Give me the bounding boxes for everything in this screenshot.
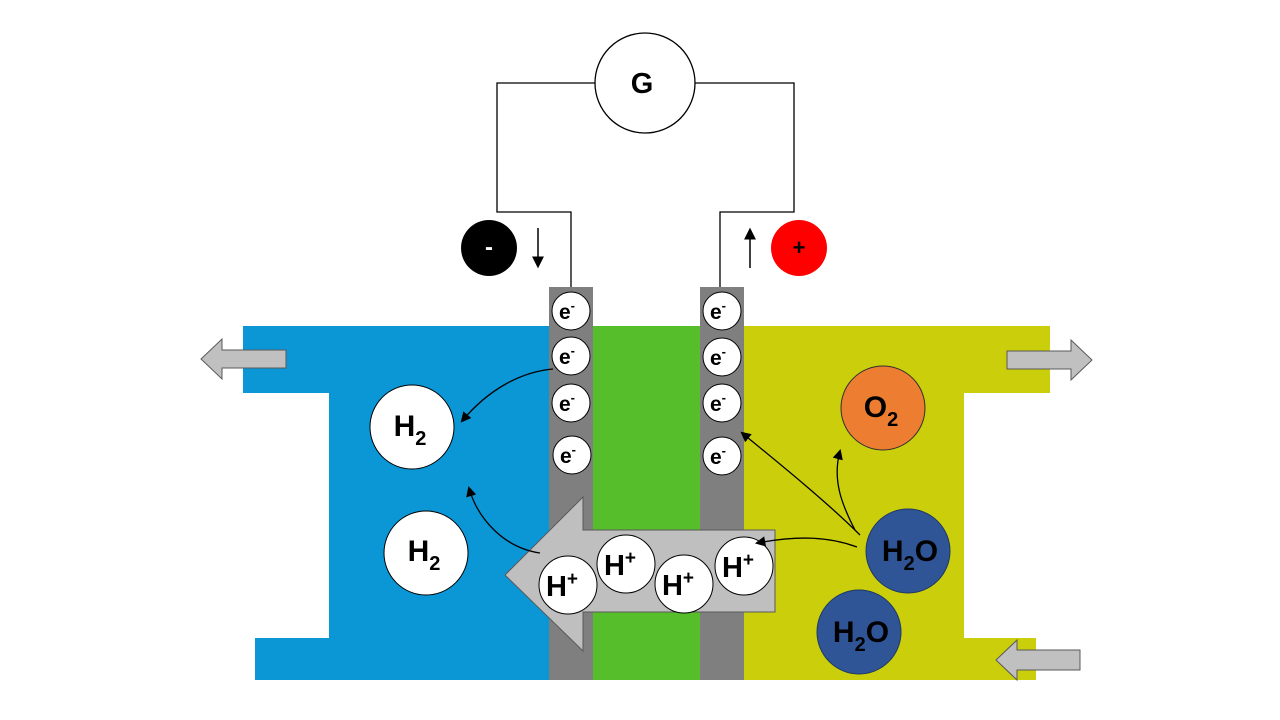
- water-inlet-arrow: [995, 638, 1081, 682]
- svg-text:e-: e-: [559, 343, 575, 369]
- svg-text:H2O: H2O: [882, 535, 938, 575]
- water-molecule: H2O: [816, 589, 902, 675]
- negative-terminal-circle: [461, 220, 517, 276]
- oxygen-outlet-arrow: [1006, 338, 1093, 382]
- positive-terminal: +: [771, 220, 827, 276]
- electron: e-: [551, 291, 591, 331]
- proton: H+: [538, 555, 598, 615]
- svg-text:e-: e-: [559, 390, 575, 416]
- svg-text:H+: H+: [662, 568, 694, 602]
- electron: e-: [702, 436, 742, 476]
- proton: H+: [596, 534, 656, 594]
- proton-to-hydrogen-arrow: [466, 485, 541, 554]
- galvanometer: G: [594, 32, 696, 134]
- cathode-chamber: [243, 326, 551, 680]
- svg-text:H+: H+: [546, 569, 578, 603]
- electron: e-: [702, 337, 742, 377]
- electron: e-: [551, 336, 591, 376]
- electron: e-: [552, 435, 592, 475]
- svg-text:H2: H2: [408, 535, 441, 575]
- electron: e-: [551, 383, 591, 423]
- negative-terminal: -: [461, 220, 517, 276]
- water-to-electron-arrow: [740, 431, 861, 536]
- svg-text:e-: e-: [710, 344, 726, 370]
- oxygen-molecule: O2: [840, 365, 926, 451]
- electron: e-: [702, 383, 742, 423]
- proton: H+: [654, 554, 714, 614]
- svg-text:e-: e-: [560, 442, 576, 468]
- circuit-wire: [496, 82, 795, 287]
- proton-exchange-membrane: [592, 326, 702, 680]
- water-to-oxygen-arrow: [832, 448, 856, 531]
- positive-terminal-label: +: [793, 235, 806, 260]
- water-to-proton-arrow: [754, 536, 858, 548]
- hydrogen-outlet-arrow: [200, 337, 287, 381]
- positive-terminal-circle: [771, 220, 827, 276]
- proton: H+: [714, 536, 774, 596]
- svg-text:H2O: H2O: [833, 616, 889, 656]
- svg-text:O2: O2: [864, 391, 898, 431]
- svg-text:H+: H+: [722, 550, 754, 584]
- water-molecule: H2O: [865, 508, 951, 594]
- svg-text:e-: e-: [559, 298, 575, 324]
- galvanometer-label: G: [631, 68, 654, 100]
- hydrogen-molecule: H2: [369, 384, 455, 470]
- svg-text:e-: e-: [710, 390, 726, 416]
- hydrogen-molecule: H2: [383, 510, 469, 596]
- electron-to-hydrogen-arrow: [460, 368, 554, 423]
- svg-text:H2: H2: [394, 410, 427, 450]
- electron: e-: [702, 291, 742, 331]
- svg-text:e-: e-: [710, 443, 726, 469]
- negative-terminal-label: -: [485, 234, 493, 261]
- svg-text:e-: e-: [710, 298, 726, 324]
- svg-text:H+: H+: [604, 548, 636, 582]
- anode-chamber: [742, 326, 1050, 680]
- reaction-arrows: [460, 368, 861, 554]
